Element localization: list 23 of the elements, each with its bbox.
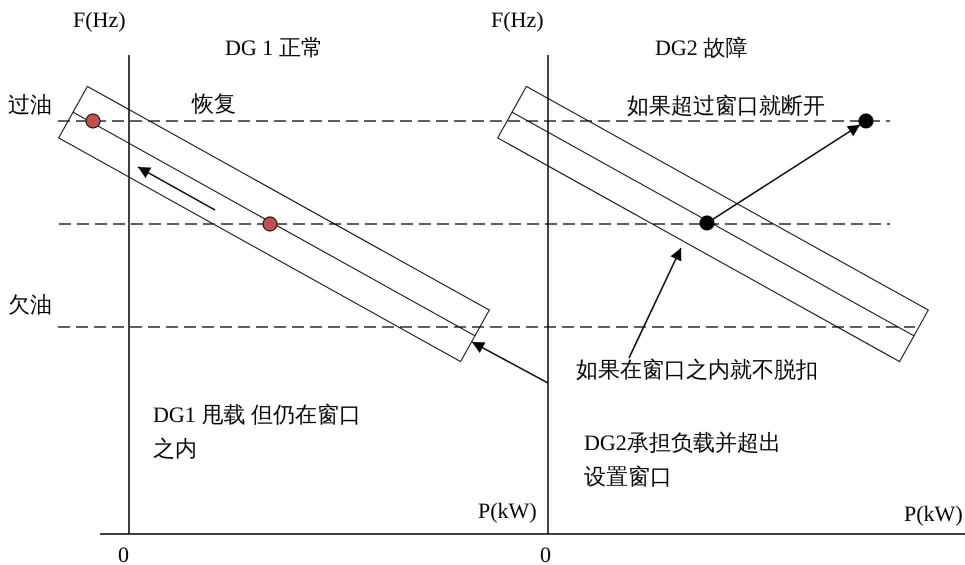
note-text: 如果超过窗口就断开 [627,92,825,120]
operating-point-dot [858,114,874,128]
panel-title: DG2 故障 [655,34,748,62]
arrow [472,341,548,384]
annotation-text: 如果在窗口之内就不脱扣 [576,356,818,384]
note-text: DG2承担负载并超出设置窗口 [584,429,782,491]
axis-label: P(kW) [478,497,537,525]
axis-label: F(Hz) [73,6,126,34]
leader-line [628,248,682,358]
panel-title: DG 1 正常 [225,34,323,62]
note-text: 恢复 [192,90,236,118]
level-label: 过油 [8,91,52,119]
operating-point-dot [700,216,714,230]
operating-point-dot [262,216,278,232]
axis-label: F(Hz) [491,6,544,34]
operating-point-dot [86,114,100,128]
axis-label: P(kW) [904,500,963,528]
level-label: 欠油 [8,291,52,319]
tick-label: 0 [540,541,551,565]
note-text: DG1 甩载 但仍在窗口之内 [153,401,362,463]
arrow [712,124,861,220]
tick-label: 0 [118,541,129,565]
window-band [58,86,490,362]
